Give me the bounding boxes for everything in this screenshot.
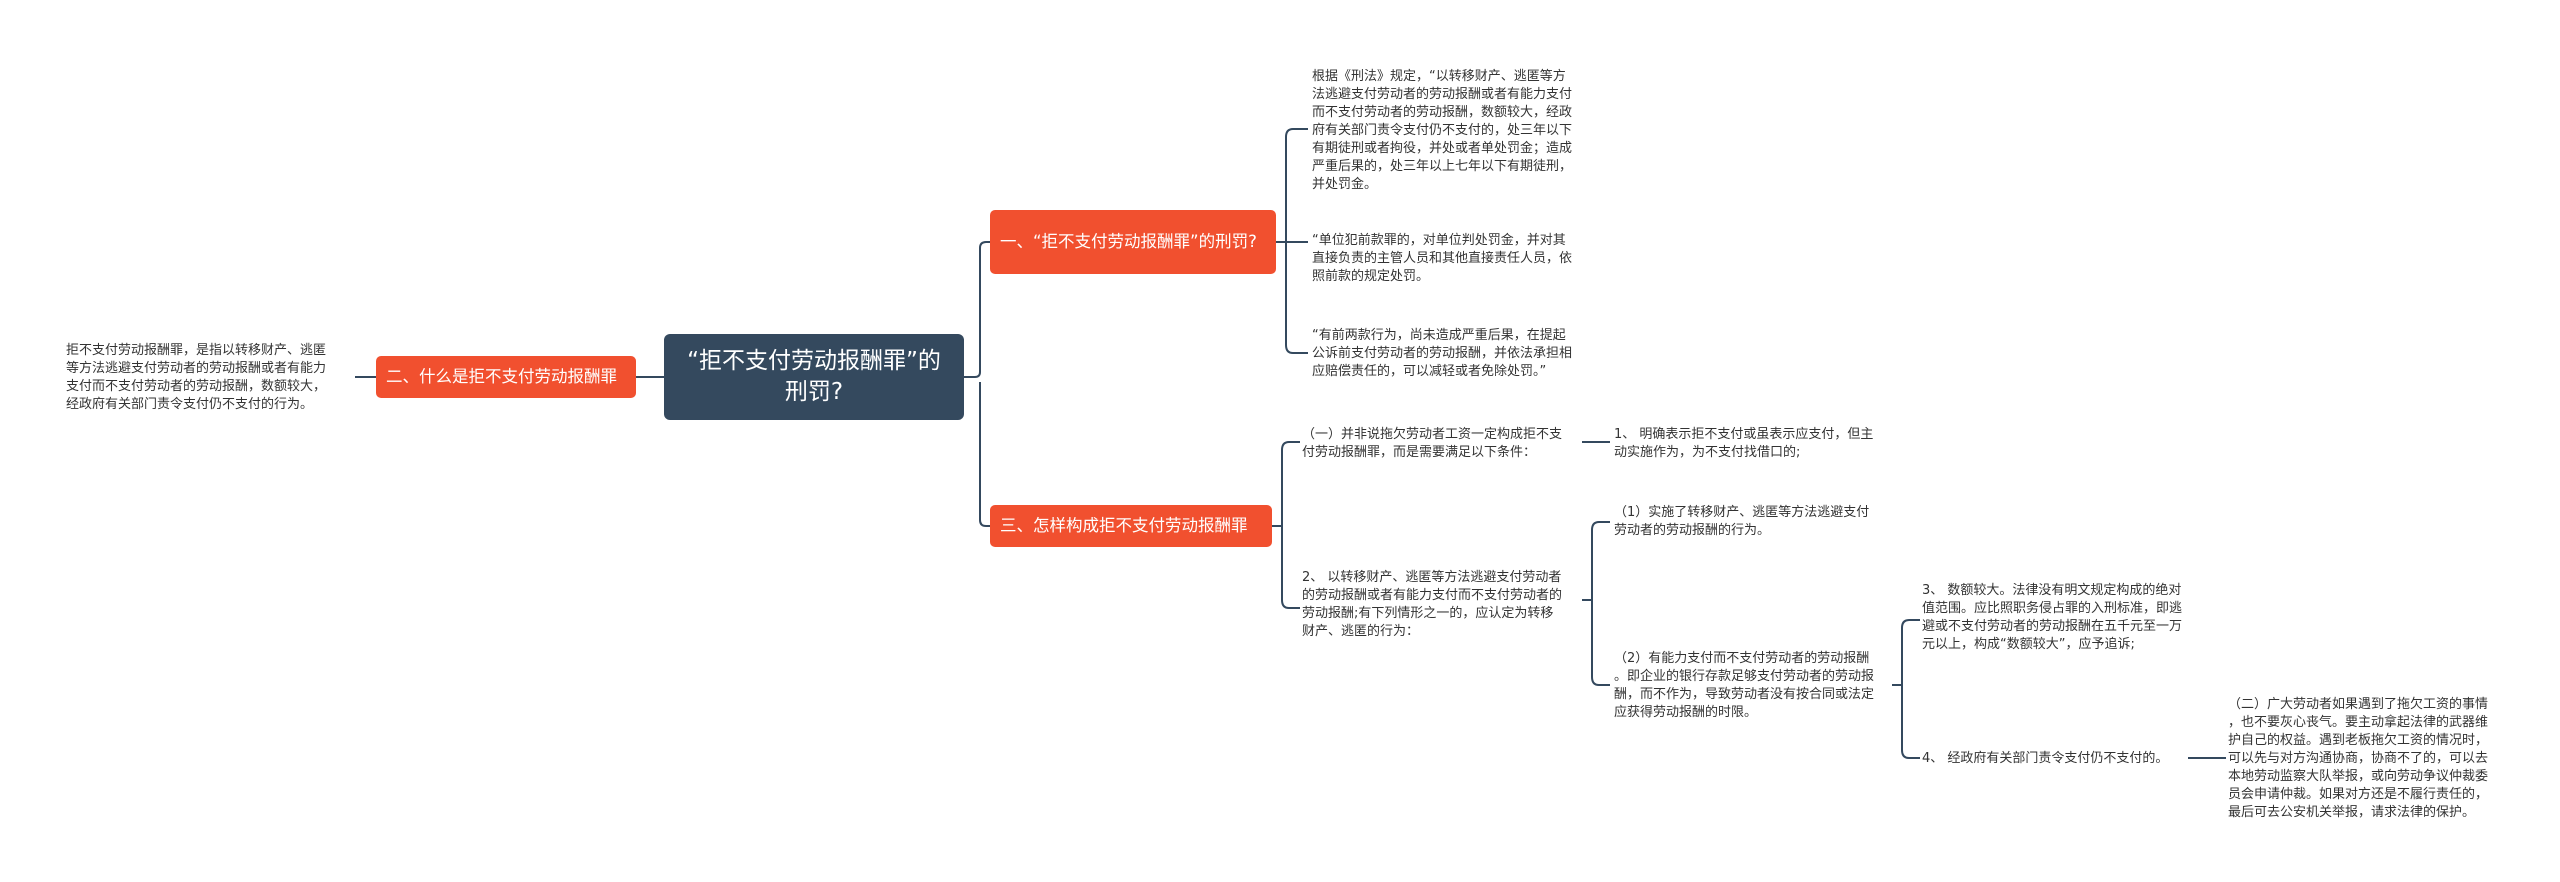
situation-2-text: （2）有能力支付而不支付劳动者的劳动报酬 。即企业的银行存款足够支付劳动者的劳动… — [1614, 651, 1875, 720]
root-topic-title: “拒不支付劳动报酬罪”的刑罚? — [687, 348, 941, 405]
branch-how-constituted-label: 三、怎样构成拒不支付劳动报酬罪 — [1000, 516, 1248, 535]
condition-intro-text: （一）并非说拖欠劳动者工资一定构成拒不支 付劳动报酬罪，而是需要满足以下条件： — [1302, 427, 1563, 460]
branch-penalty[interactable]: 一、“拒不支付劳动报酬罪”的刑罚? — [990, 210, 1276, 274]
definition-text: 拒不支付劳动报酬罪，是指以转移财产、逃匿 等方法逃避支付劳动者的劳动报酬或者有能… — [66, 343, 327, 412]
penalty-unit-text: “单位犯前款罪的，对单位判处罚金，并对其 直接负责的主管人员和其他直接责任人员，… — [1312, 233, 1573, 284]
situation-1-text: （1）实施了转移财产、逃匿等方法逃避支付 劳动者的劳动报酬的行为。 — [1614, 505, 1870, 538]
worker-advice-text: （二）广大劳动者如果遇到了拖欠工资的事情 ，也不要灰心丧气。要主动拿起法律的武器… — [2228, 697, 2489, 820]
branch-what-is-crime-label: 二、什么是拒不支付劳动报酬罪 — [386, 367, 617, 386]
condition-2-text: 2、 以转移财产、逃匿等方法逃避支付劳动者 的劳动报酬或者有能力支付而不支付劳动… — [1302, 570, 1563, 639]
condition-1-text: 1、 明确表示拒不支付或虽表示应支付，但主 动实施作为，为不支付找借口的; — [1614, 427, 1874, 460]
condition-3-text: 3、 数额较大。法律没有明文规定构成的绝对 值范围。应比照职务侵占罪的入刑标准，… — [1922, 583, 2183, 652]
root-topic[interactable]: “拒不支付劳动报酬罪”的刑罚? — [664, 334, 964, 420]
branch-how-constituted[interactable]: 三、怎样构成拒不支付劳动报酬罪 — [990, 505, 1272, 547]
penalty-lenient-text: “有前两款行为，尚未造成严重后果，在提起 公诉前支付劳动者的劳动报酬，并依法承担… — [1312, 328, 1573, 379]
penalty-main-text: 根据《刑法》规定，“以转移财产、逃匿等方 法逃避支付劳动者的劳动报酬或者有能力支… — [1312, 69, 1573, 192]
branch-what-is-crime[interactable]: 二、什么是拒不支付劳动报酬罪 — [376, 356, 636, 398]
branch-penalty-label: 一、“拒不支付劳动报酬罪”的刑罚? — [1000, 232, 1257, 251]
condition-4-text: 4、 经政府有关部门责令支付仍不支付的。 — [1922, 751, 2169, 766]
